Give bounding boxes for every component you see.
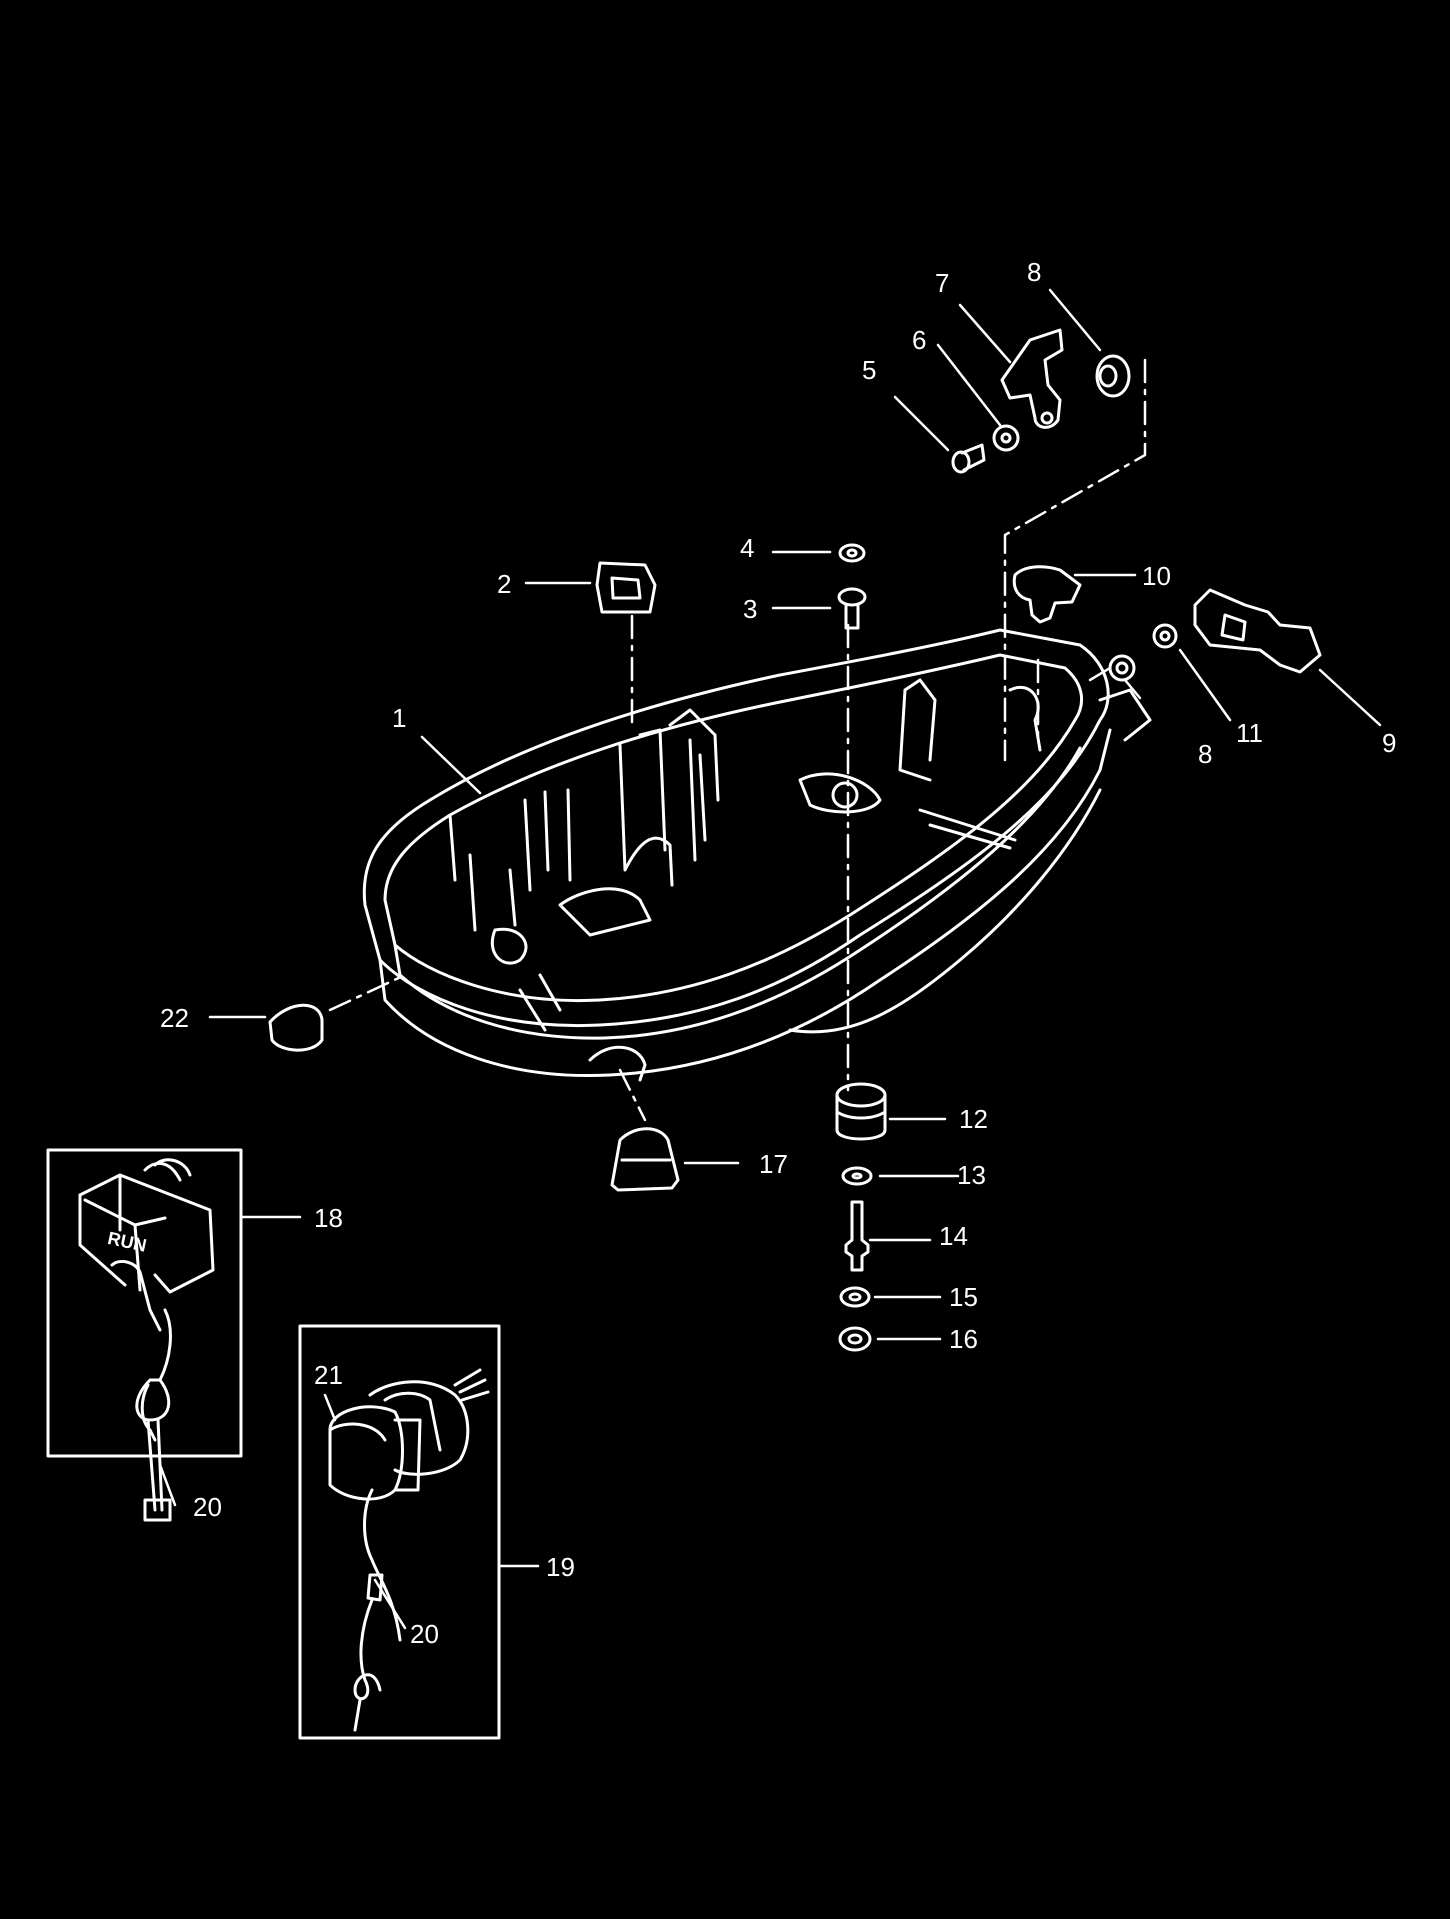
bottom-cowl <box>362 628 1152 1082</box>
callout-19: 19 <box>546 1552 575 1582</box>
callout-numbers: 1 2 3 4 5 6 7 8 8 9 10 11 12 13 14 15 16… <box>160 257 1396 1649</box>
callout-4: 4 <box>740 533 754 563</box>
washer-6 <box>992 424 1020 452</box>
bolt-3 <box>837 587 867 630</box>
callout-3: 3 <box>743 594 757 624</box>
stop-switch-9 <box>1193 588 1322 674</box>
bracket-7 <box>1000 328 1064 429</box>
bushing-8-top <box>1095 354 1131 398</box>
callout-7: 7 <box>935 268 949 298</box>
callout-5: 5 <box>862 355 876 385</box>
nut-16 <box>838 1326 872 1352</box>
screw-5 <box>951 443 986 474</box>
inset-19-lanyard-stop-switch <box>298 1324 501 1740</box>
callout-17: 17 <box>759 1149 788 1179</box>
assembly-lines <box>328 358 1147 1122</box>
bushing-8-lower <box>1108 654 1136 682</box>
callout-12: 12 <box>959 1104 988 1134</box>
switch-run-label: RUN <box>106 1228 148 1256</box>
mount-12 <box>835 1082 887 1141</box>
callout-20-inset-18: 20 <box>193 1492 222 1522</box>
callout-11: 11 <box>1236 718 1263 748</box>
leader-lines <box>208 288 1382 1568</box>
callout-8-lower: 8 <box>1198 739 1212 769</box>
callout-16: 16 <box>949 1324 978 1354</box>
callout-10: 10 <box>1142 561 1171 591</box>
inset-leader-lines <box>158 1393 407 1630</box>
callout-13: 13 <box>957 1160 986 1190</box>
grommet-2 <box>595 561 657 614</box>
callout-18: 18 <box>314 1203 343 1233</box>
callout-9: 9 <box>1382 728 1396 758</box>
grommet-17 <box>610 1127 680 1192</box>
callout-8-top: 8 <box>1027 257 1041 287</box>
washer-15 <box>839 1286 871 1308</box>
callout-20-inset-19: 20 <box>410 1619 439 1649</box>
inset-18-panel-stop-switch: RUN <box>46 1148 243 1522</box>
plug-22 <box>268 1003 324 1052</box>
lever-10 <box>1012 565 1082 624</box>
callout-6: 6 <box>912 325 926 355</box>
nut-4 <box>838 543 866 563</box>
callout-21: 21 <box>314 1360 343 1390</box>
nut-11 <box>1152 623 1178 649</box>
callout-15: 15 <box>949 1282 978 1312</box>
callout-2: 2 <box>497 569 511 599</box>
callout-14: 14 <box>939 1221 968 1251</box>
stud-14 <box>844 1200 870 1272</box>
callout-1: 1 <box>392 703 406 733</box>
washer-13 <box>841 1166 873 1186</box>
callout-22: 22 <box>160 1003 189 1033</box>
